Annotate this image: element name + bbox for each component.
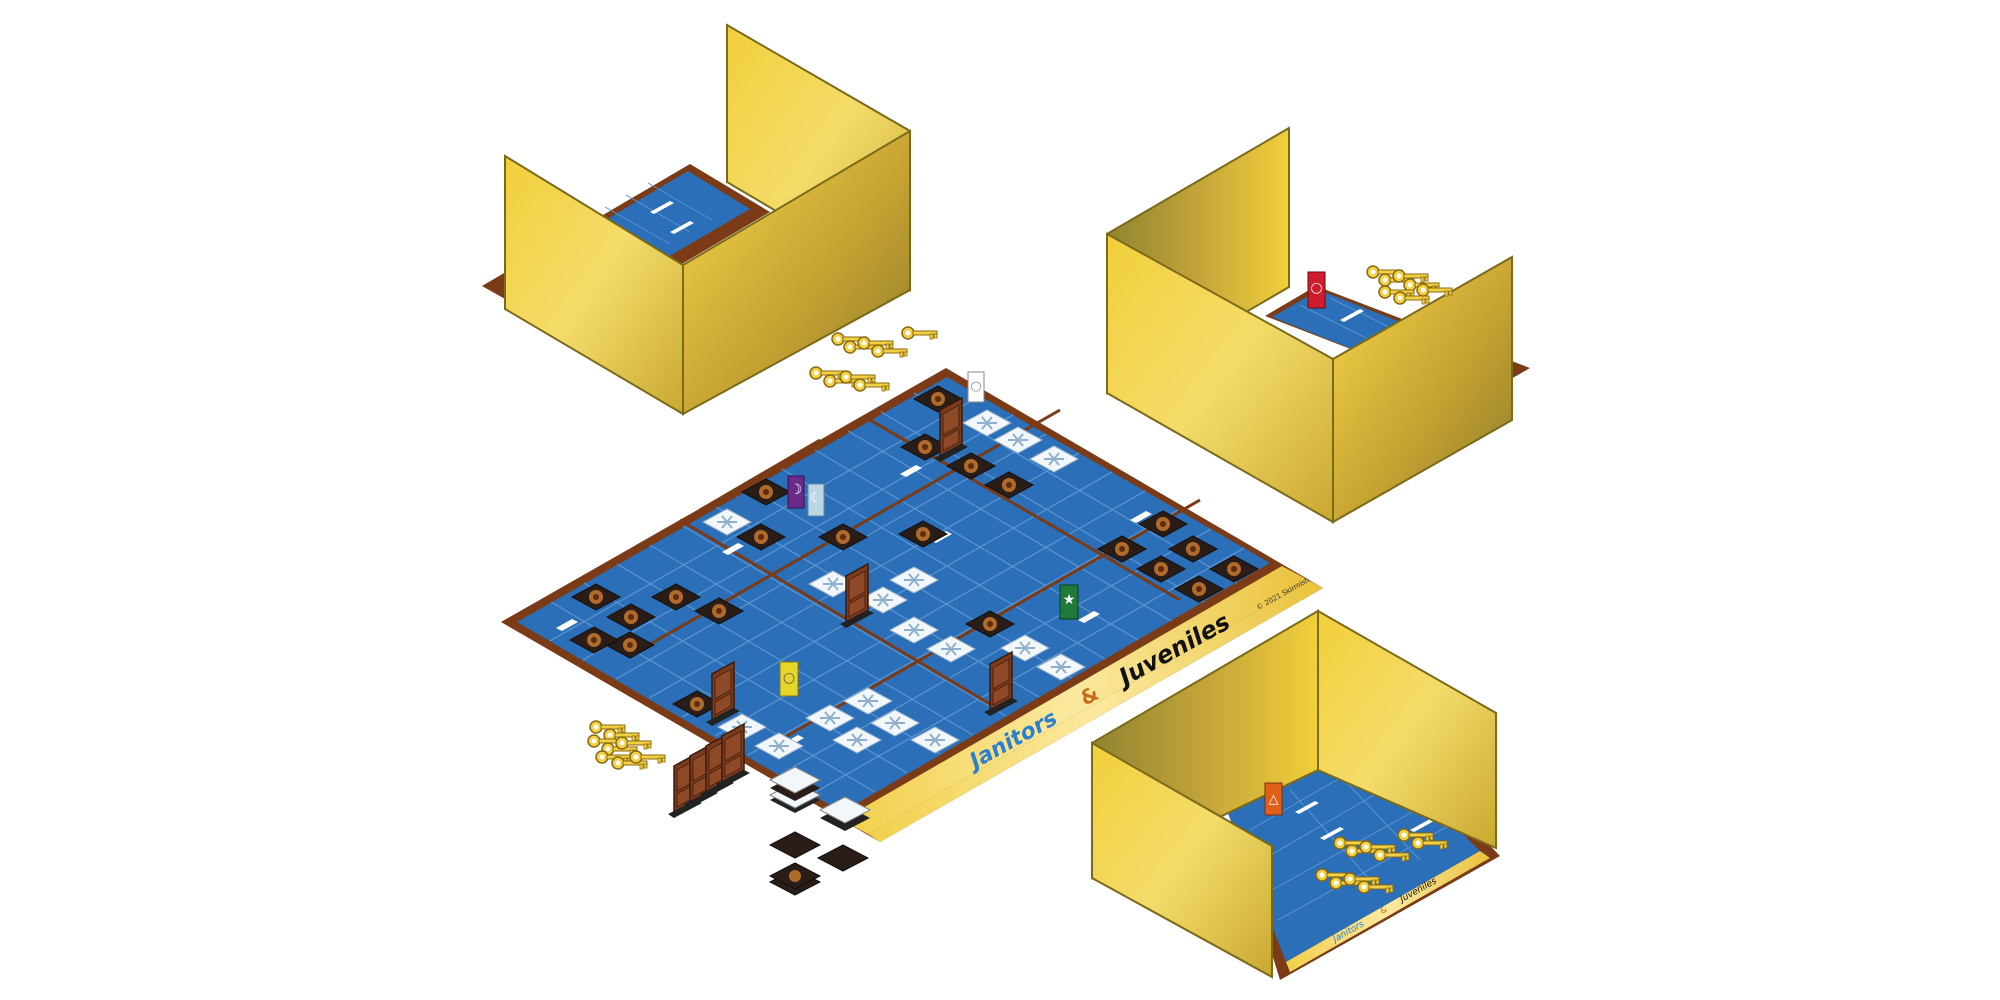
shield-red-circle[interactable]: ○: [1307, 271, 1326, 309]
player-box-bottom-right[interactable]: Janitors & Juveniles △: [1091, 609, 1500, 980]
moon-icon: ☽: [790, 482, 803, 498]
circle-icon: ○: [970, 379, 981, 394]
player-box-top-right[interactable]: ○: [1106, 126, 1530, 524]
shield-lightblue-moon[interactable]: ☾: [807, 483, 825, 517]
player-box-top-left[interactable]: [482, 23, 911, 416]
shield-purple-moon[interactable]: ☽: [787, 475, 805, 509]
key-pile-top[interactable]: [809, 326, 938, 392]
mini-board-ampersand: &: [1379, 905, 1389, 916]
board-edge-strip: [868, 581, 1323, 842]
circle-icon: ○: [783, 670, 795, 686]
board-title-strip: [842, 566, 1310, 834]
shield-orange-triangle[interactable]: △: [1264, 782, 1283, 816]
circle-icon: ○: [1310, 280, 1322, 296]
star-icon: ★: [1063, 592, 1076, 608]
shield-white-circle[interactable]: ○: [967, 371, 985, 403]
shield-green-star[interactable]: ★: [1059, 584, 1079, 620]
key-pile-left[interactable]: [587, 720, 666, 770]
spare-tile-stack-dark[interactable]: [768, 831, 870, 896]
crescent-icon: ☾: [810, 490, 823, 506]
spare-tile-stack-light[interactable]: [768, 766, 872, 831]
triangle-icon: △: [1269, 792, 1279, 807]
shield-yellow-circle[interactable]: ○: [779, 661, 799, 697]
